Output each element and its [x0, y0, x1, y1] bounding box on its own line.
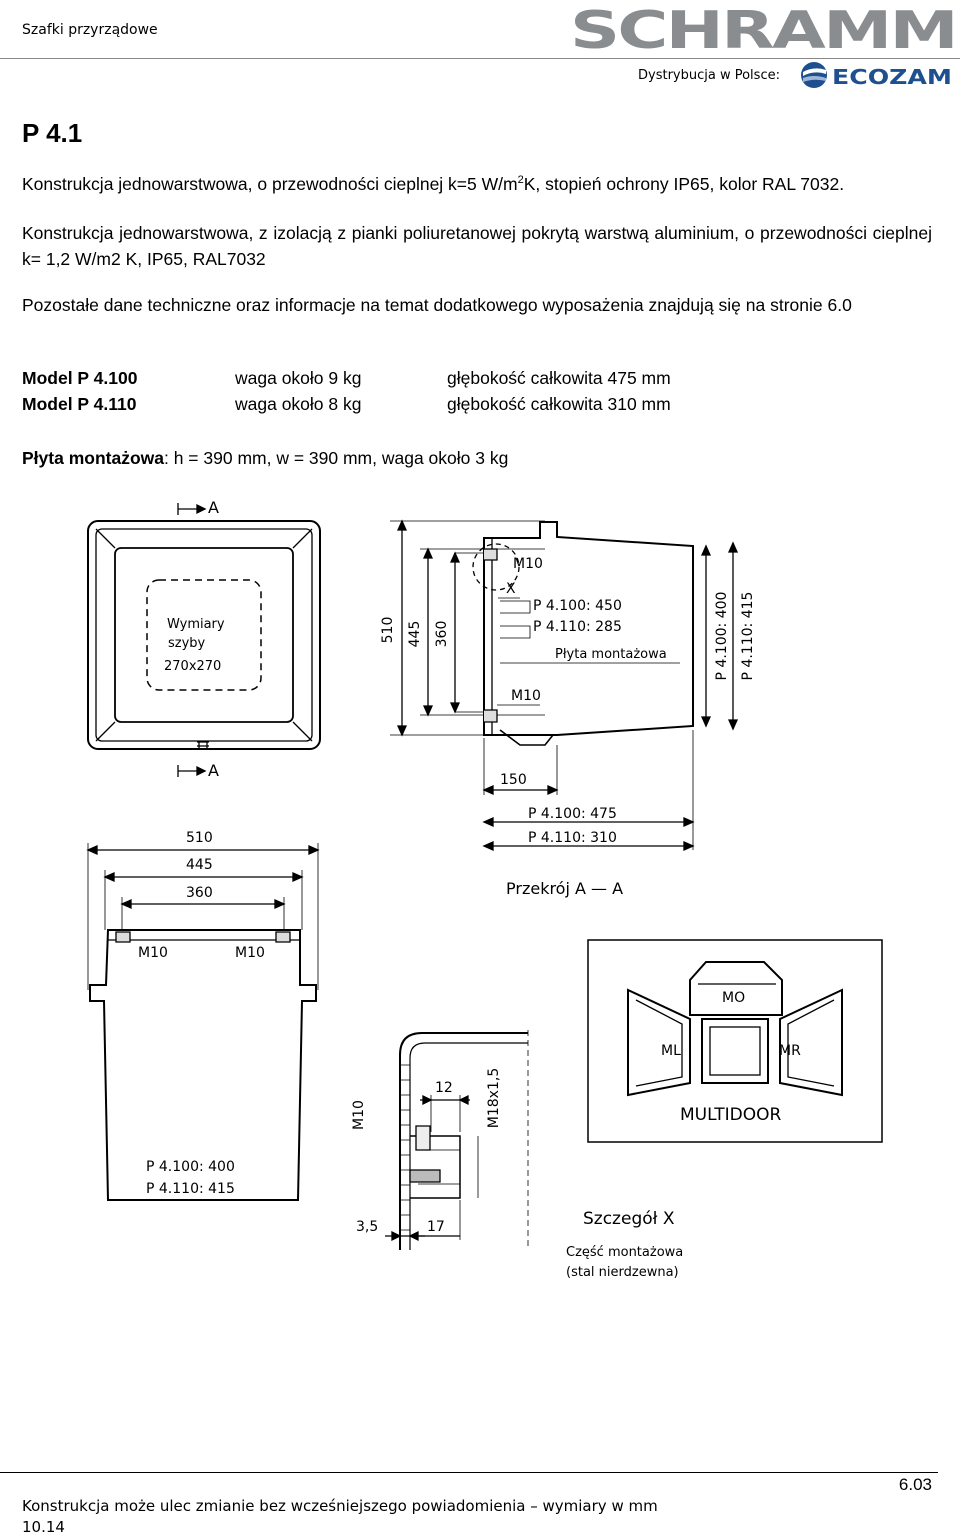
thread-label: M10 — [138, 945, 168, 961]
bottom-spec: P 4.100: 400 — [146, 1159, 235, 1175]
model-weight: waga około 8 kg — [235, 394, 362, 414]
model-row: Model P 4.100 waga około 9 kg głębokość … — [22, 368, 922, 392]
glass-label: szyby — [168, 636, 206, 651]
page-title: P 4.1 — [22, 118, 83, 148]
footer-rule — [0, 1472, 938, 1473]
side-spec: P 4.110: 415 — [740, 592, 756, 681]
detail-circle — [472, 543, 520, 591]
glass-label: Wymiary — [167, 617, 225, 632]
door-right — [779, 988, 843, 1097]
header-rule — [0, 58, 960, 59]
section-mark: A — [208, 761, 219, 780]
technical-drawing: A Wymiary szyby 270x270 A 510 445 360 M1… — [86, 498, 883, 1280]
door-ml-label: ML — [661, 1043, 681, 1059]
dimension-label: 445 — [407, 621, 423, 648]
multidoor-frame — [587, 939, 883, 1143]
detail-x-view: 12 M18x1,5 M10 3,5 17 Szczegół X Część m… — [351, 1030, 683, 1280]
dimension-label: 150 — [500, 772, 527, 788]
multidoor-view: MO ML MR MULTIDOOR — [587, 939, 883, 1143]
ecozam-logo: ECOZAM — [801, 62, 952, 89]
distribution-label: Dystrybucja w Polsce: — [638, 68, 780, 83]
detail-title: Szczegół X — [583, 1209, 675, 1229]
footer-date: 10.14 — [22, 1518, 65, 1536]
window-frame — [114, 547, 294, 723]
model-weight: waga około 9 kg — [235, 368, 362, 388]
model-name: Model P 4.100 — [22, 368, 138, 388]
bottom-spec: P 4.110: 415 — [146, 1181, 235, 1197]
detail-dimension: 12 — [435, 1080, 453, 1096]
paragraph-construction-insulated: Konstrukcja jednowarstwowa, z izolacją z… — [22, 223, 932, 269]
glass-label: 270x270 — [164, 659, 221, 674]
detail-material: (stal nierdzewna) — [566, 1265, 679, 1280]
detail-thread: M18x1,5 — [486, 1068, 502, 1128]
detail-dimension: 17 — [427, 1219, 445, 1235]
mounting-plate-label: Płyta montażowa — [22, 448, 164, 468]
detail-wall-outline — [399, 1032, 528, 1250]
side-spec: P 4.100: 400 — [714, 592, 730, 681]
schramm-logo: SCHRAMM — [570, 4, 958, 54]
p1-text-b: K, stopień ochrony IP65, kolor RAL 7032. — [523, 173, 845, 194]
spec-label: P 4.100: 450 — [533, 598, 622, 614]
door-mo-label: MO — [722, 990, 745, 1006]
dimension-label: 510 — [380, 617, 396, 644]
spec-label: P 4.110: 285 — [533, 619, 622, 635]
model-depth: głębokość całkowita 310 mm — [447, 394, 671, 414]
thread-label: M10 — [513, 556, 543, 572]
dimension-label: 510 — [186, 830, 213, 846]
model-depth: głębokość całkowita 475 mm — [447, 368, 671, 388]
header-category: Szafki przyrządowe — [22, 22, 158, 38]
detail-part: Część montażowa — [566, 1245, 683, 1260]
section-title: Przekrój A — A — [506, 879, 623, 898]
detail-mark: X — [506, 581, 516, 597]
side-view: 510 445 360 M10 X P 4.100: 450 P 4.110: … — [380, 519, 756, 898]
door-left — [627, 988, 691, 1097]
section-mark: A — [208, 498, 219, 517]
mounting-plate-spec: Płyta montażowa: h = 390 mm, w = 390 mm,… — [22, 448, 508, 469]
depth-spec: P 4.100: 475 — [528, 806, 617, 822]
p1-text-a: Konstrukcja jednowarstwowa, o przewodnoś… — [22, 173, 518, 194]
ecozam-emblem-icon — [801, 62, 827, 88]
front-view: A Wymiary szyby 270x270 A — [87, 498, 321, 780]
dimension-label: 360 — [186, 885, 213, 901]
door-mr-label: MR — [779, 1043, 801, 1059]
model-row: Model P 4.110 waga około 8 kg głębokość … — [22, 394, 922, 418]
depth-spec: P 4.110: 310 — [528, 830, 617, 846]
schramm-logo-text: SCHRAMM — [570, 4, 956, 54]
door-top — [689, 961, 783, 1016]
detail-dimension: 3,5 — [356, 1219, 378, 1235]
plate-label: Płyta montażowa — [555, 647, 667, 662]
model-name: Model P 4.110 — [22, 394, 137, 414]
page-number: 6.03 — [898, 1475, 932, 1494]
enclosure-side-outline — [483, 521, 694, 736]
section-view: 510 445 360 M10 M10 P 4.100: 400 P 4.110… — [86, 830, 320, 1201]
p1-superscript: 2 — [517, 174, 524, 186]
thread-label: M10 — [235, 945, 265, 961]
thread-label: M10 — [351, 1100, 367, 1130]
dimension-label: 445 — [186, 857, 213, 873]
multidoor-label: MULTIDOOR — [680, 1105, 781, 1125]
thread-label: M10 — [511, 688, 541, 704]
enclosure-section-outline — [89, 929, 317, 1201]
paragraph-other-data: Pozostałe dane techniczne oraz informacj… — [22, 295, 852, 315]
enclosure-front-outline — [87, 520, 321, 750]
mounting-plate-value: : h = 390 mm, w = 390 mm, waga około 3 k… — [163, 448, 509, 468]
paragraph-construction-single: Konstrukcja jednowarstwowa, o przewodnoś… — [22, 167, 932, 197]
ecozam-logo-text: ECOZAM — [832, 65, 952, 89]
glass-outline — [146, 579, 262, 691]
door-center — [701, 1018, 769, 1084]
footer-note: Konstrukcja może ulec zmianie bez wcześn… — [22, 1497, 658, 1515]
dimension-label: 360 — [434, 621, 450, 648]
